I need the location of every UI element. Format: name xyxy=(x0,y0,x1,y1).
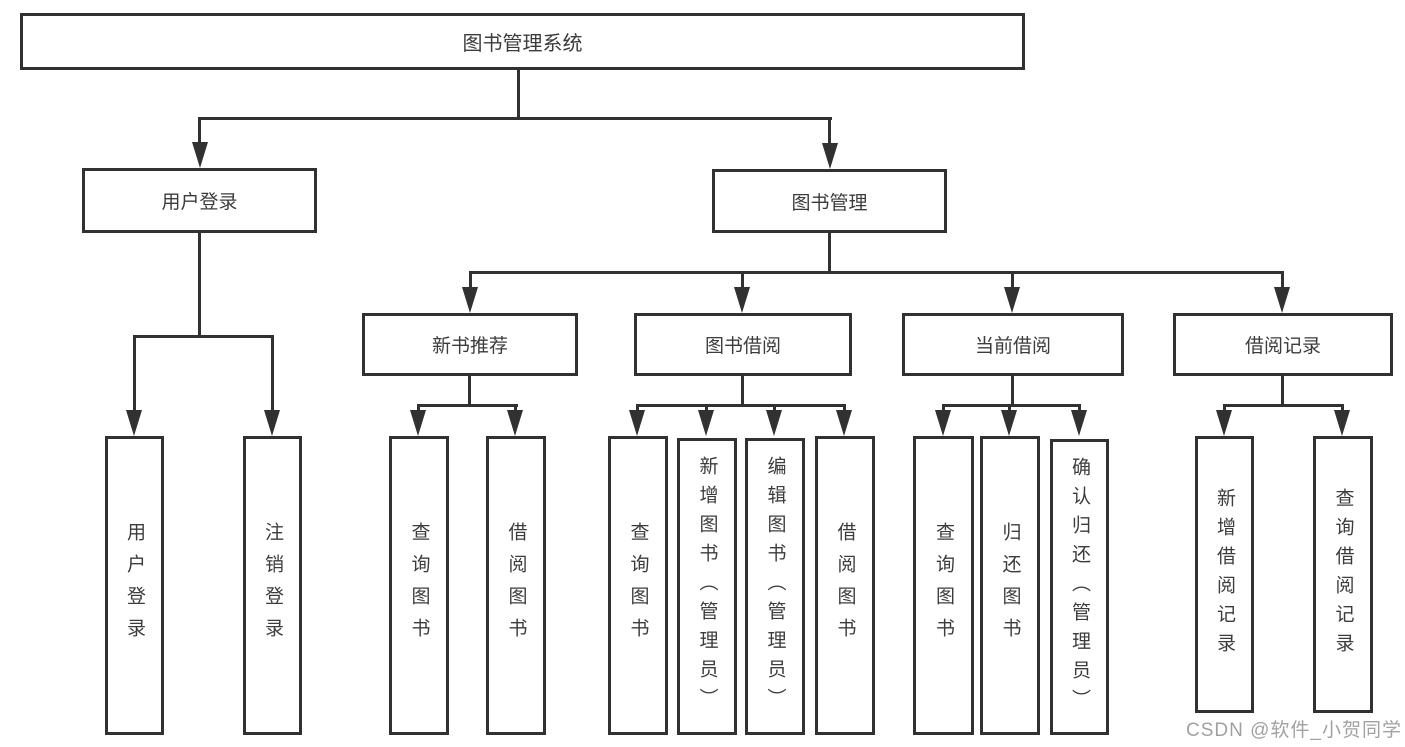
connector-current-borrow-stem xyxy=(1011,271,1014,289)
arrowhead-leaf-c2 xyxy=(698,410,714,436)
leaf-edit-book-admin: 编辑图书（管理员） xyxy=(745,438,805,735)
connector-leaf-c4-stem xyxy=(843,404,846,414)
connector-new-book-down xyxy=(468,376,471,407)
arrowhead-leaf-c4 xyxy=(836,410,852,436)
arrowhead-leaf-c3 xyxy=(766,410,782,436)
leaf-logout-label: 注销登录 xyxy=(262,521,283,650)
arrowhead-borrow-record xyxy=(1274,287,1290,313)
leaf-confirm-return-admin-label: 确认归还（管理员） xyxy=(1069,456,1090,718)
arrowhead-user-login xyxy=(192,142,208,168)
connector-leaf-a2-stem xyxy=(271,335,274,412)
leaf-return-book: 归还图书 xyxy=(980,436,1040,735)
node-book-mgmt: 图书管理 xyxy=(712,169,947,233)
leaf-newbook-borrow-label: 借阅图书 xyxy=(505,521,527,650)
node-book-borrow-label: 图书借阅 xyxy=(704,336,781,357)
connector-level3-rail xyxy=(470,271,1284,274)
leaf-user-login-label: 用户登录 xyxy=(124,521,145,650)
node-root-label: 图书管理系统 xyxy=(462,33,583,55)
node-user-login-label: 用户登录 xyxy=(161,192,238,213)
leaf-logout: 注销登录 xyxy=(243,436,302,735)
connector-new-book-stem xyxy=(469,271,472,289)
connector-book-borrow-down xyxy=(741,376,744,407)
connector-current-borrow-rail xyxy=(942,404,1081,407)
connector-leaf-c3-stem xyxy=(773,404,776,414)
leaf-newbook-query-label: 查询图书 xyxy=(408,521,430,650)
connector-user-login-rail xyxy=(133,335,274,338)
leaf-add-book-admin-label: 新增图书（管理员） xyxy=(696,456,718,717)
node-current-borrow: 当前借阅 xyxy=(902,313,1124,376)
leaf-return-book-label: 归还图书 xyxy=(999,521,1021,650)
leaf-user-login: 用户登录 xyxy=(105,436,164,735)
leaf-borrow-query: 查询图书 xyxy=(608,436,668,735)
csdn-watermark: CSDN @软件_小贺同学 xyxy=(1186,720,1402,741)
node-borrow-record: 借阅记录 xyxy=(1173,313,1393,376)
node-root: 图书管理系统 xyxy=(20,13,1025,70)
connector-book-mgmt-stem xyxy=(828,117,831,147)
connector-borrow-record-down xyxy=(1281,376,1284,407)
connector-user-login-stem xyxy=(198,117,201,146)
node-book-borrow: 图书借阅 xyxy=(634,313,852,376)
arrowhead-leaf-a2 xyxy=(264,410,280,436)
arrowhead-leaf-c1 xyxy=(629,410,645,436)
leaf-query-borrow-record-label: 查询借阅记录 xyxy=(1332,487,1354,662)
arrowhead-leaf-a1 xyxy=(126,410,142,436)
connector-book-mgmt-down xyxy=(828,233,831,274)
connector-book-borrow-stem xyxy=(741,271,744,289)
leaf-borrow-query-label: 查询图书 xyxy=(627,521,649,650)
leaf-edit-book-admin-label: 编辑图书（管理员） xyxy=(764,456,786,717)
connector-leaf-e2-stem xyxy=(1341,404,1344,414)
leaf-current-query-label: 查询图书 xyxy=(933,521,954,650)
leaf-query-borrow-record: 查询借阅记录 xyxy=(1313,436,1373,713)
connector-book-borrow-rail xyxy=(636,404,846,407)
node-new-book-label: 新书推荐 xyxy=(431,336,508,357)
arrowhead-leaf-e1 xyxy=(1216,410,1232,436)
connector-new-book-rail xyxy=(418,404,518,407)
node-book-mgmt-label: 图书管理 xyxy=(791,192,868,214)
connector-leaf-a1-stem xyxy=(133,335,136,412)
arrowhead-new-book xyxy=(462,287,478,313)
arrowhead-leaf-d3 xyxy=(1071,410,1087,436)
connector-borrow-record-stem xyxy=(1281,271,1284,289)
leaf-confirm-return-admin: 确认归还（管理员） xyxy=(1050,439,1109,735)
connector-leaf-d3-stem xyxy=(1078,404,1081,414)
leaf-add-borrow-record: 新增借阅记录 xyxy=(1195,436,1254,713)
leaf-newbook-borrow: 借阅图书 xyxy=(486,436,546,735)
connector-current-borrow-down xyxy=(1011,376,1014,407)
connector-leaf-e1-stem xyxy=(1223,404,1226,414)
arrowhead-current-borrow xyxy=(1004,287,1020,313)
connector-user-login-down xyxy=(198,233,201,338)
connector-leaf-c1-stem xyxy=(636,404,639,414)
node-borrow-record-label: 借阅记录 xyxy=(1244,336,1321,357)
connector-leaf-b2-stem xyxy=(514,404,517,414)
arrowhead-leaf-d1 xyxy=(935,410,951,436)
leaf-add-book-admin: 新增图书（管理员） xyxy=(677,438,737,735)
leaf-borrow-book: 借阅图书 xyxy=(815,436,875,735)
node-new-book: 新书推荐 xyxy=(362,313,578,376)
arrowhead-leaf-e2 xyxy=(1334,410,1350,436)
arrowhead-book-mgmt xyxy=(822,143,838,169)
arrowhead-leaf-d2 xyxy=(1001,410,1017,436)
connector-level2-rail xyxy=(198,117,832,120)
leaf-borrow-book-label: 借阅图书 xyxy=(834,521,856,650)
arrowhead-leaf-b1 xyxy=(410,410,426,436)
connector-leaf-c2-stem xyxy=(705,404,708,414)
connector-leaf-d2-stem xyxy=(1008,404,1011,414)
node-current-borrow-label: 当前借阅 xyxy=(974,336,1051,357)
connector-borrow-record-rail xyxy=(1223,404,1344,407)
arrowhead-leaf-b2 xyxy=(507,410,523,436)
connector-root-stem xyxy=(517,70,520,118)
connector-leaf-d1-stem xyxy=(942,404,945,414)
connector-leaf-b1-stem xyxy=(417,404,420,414)
leaf-add-borrow-record-label: 新增借阅记录 xyxy=(1214,487,1235,662)
node-user-login: 用户登录 xyxy=(82,168,317,233)
arrowhead-book-borrow xyxy=(734,287,750,313)
leaf-current-query: 查询图书 xyxy=(913,436,974,735)
leaf-newbook-query: 查询图书 xyxy=(389,436,449,735)
